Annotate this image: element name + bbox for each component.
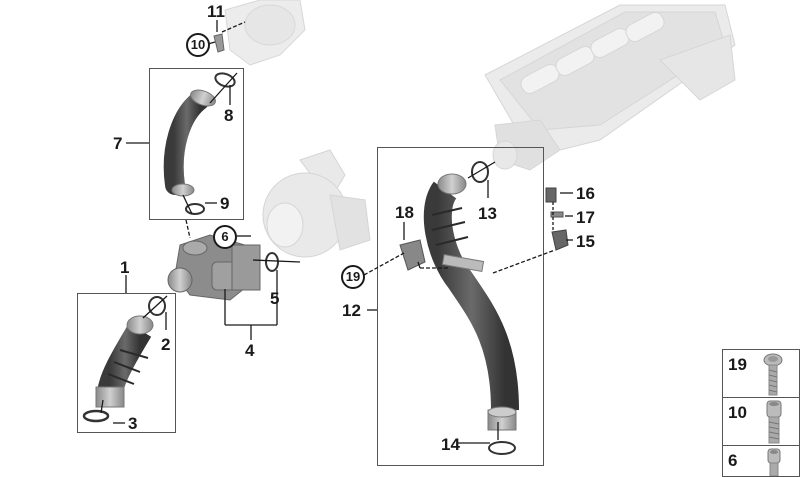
holder-part-18 <box>399 239 426 271</box>
legend-number: 10 <box>728 403 747 422</box>
part-label-2[interactable]: 2 <box>161 335 171 354</box>
legend-item-19[interactable]: 19 <box>722 349 800 399</box>
part-label-5[interactable]: 5 <box>270 289 280 308</box>
pipe-part-7 <box>163 89 216 197</box>
intake-manifold-ghost <box>484 4 736 171</box>
turbo-ghost-top <box>224 0 306 66</box>
o-ring-3 <box>82 409 110 423</box>
part-label-13[interactable]: 13 <box>478 204 497 223</box>
turbo-ghost-middle <box>262 149 371 258</box>
throttle-housing-part-4 <box>167 234 261 301</box>
leader-lines <box>100 20 573 444</box>
part-label-16[interactable]: 16 <box>576 184 595 203</box>
o-ring-8 <box>214 72 236 88</box>
part-label-6-circled[interactable]: 6 <box>213 225 237 249</box>
part-label-12[interactable]: 12 <box>342 301 361 320</box>
fastener-legend: 19 10 6 <box>722 349 800 477</box>
legend-number: 6 <box>728 451 738 470</box>
part-label-17[interactable]: 17 <box>576 208 595 227</box>
o-ring-5 <box>265 252 279 272</box>
sensor-parts <box>545 187 569 251</box>
socket-screw-icon <box>767 448 781 476</box>
group-box-7 <box>149 68 244 220</box>
part-label-9[interactable]: 9 <box>220 194 230 213</box>
part-label-18[interactable]: 18 <box>395 203 414 222</box>
part-label-8[interactable]: 8 <box>224 106 234 125</box>
o-ring-13 <box>471 161 489 183</box>
charge-air-pipe-part-12 <box>423 173 519 431</box>
group-box-1 <box>77 293 176 433</box>
part-label-1[interactable]: 1 <box>120 258 130 277</box>
part-label-7[interactable]: 7 <box>113 134 123 153</box>
group-box-12 <box>377 147 544 466</box>
part-label-4[interactable]: 4 <box>245 341 255 360</box>
o-ring-14 <box>488 441 516 455</box>
legend-item-6[interactable]: 6 <box>722 445 800 477</box>
part-label-19-circled[interactable]: 19 <box>341 265 365 289</box>
part-label-10-circled[interactable]: 10 <box>186 33 210 57</box>
part-label-11[interactable]: 11 <box>207 2 225 21</box>
socket-head-screw-icon <box>766 400 782 444</box>
o-ring-9 <box>185 203 205 215</box>
hose-part-1 <box>95 315 154 408</box>
legend-number: 19 <box>728 355 747 374</box>
part-label-14[interactable]: 14 <box>441 435 460 454</box>
part-label-3[interactable]: 3 <box>128 414 138 433</box>
pan-head-screw-icon <box>763 353 783 396</box>
part-label-15[interactable]: 15 <box>576 232 595 251</box>
bracket-part-11 <box>213 33 225 53</box>
o-ring-2 <box>148 296 166 316</box>
legend-item-10[interactable]: 10 <box>722 397 800 447</box>
